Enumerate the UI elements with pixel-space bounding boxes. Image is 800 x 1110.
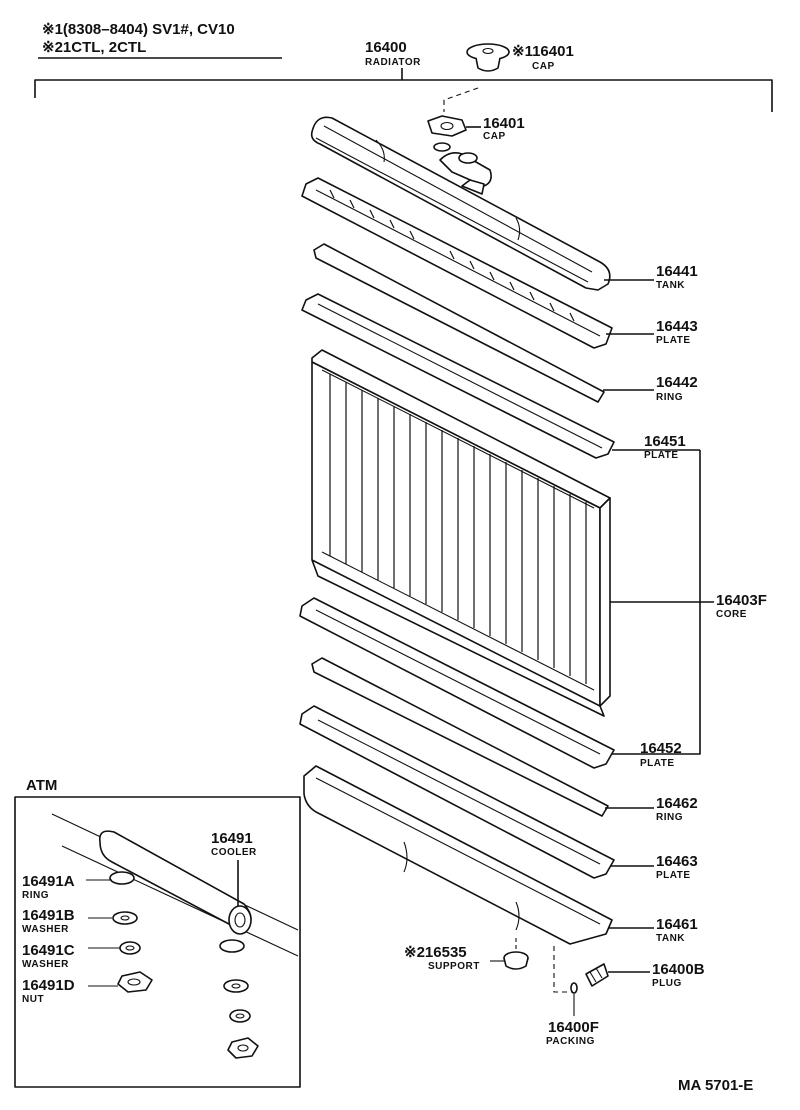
- ring-16442-number: 16442: [656, 374, 698, 391]
- plate-16463-number: 16463: [656, 853, 698, 870]
- plate-16443-number: 16443: [656, 318, 698, 335]
- core-icon: [311, 349, 611, 717]
- plate-16443-icon: [301, 177, 613, 349]
- plate-16451-number: 16451: [644, 433, 686, 450]
- washer-c-number: 16491C: [22, 942, 75, 959]
- support-name: SUPPORT: [428, 961, 480, 972]
- plate-16463-name: PLATE: [656, 870, 691, 881]
- plate-16451-icon: [301, 293, 615, 459]
- header-note-2: ※21CTL, 2CTL: [42, 39, 146, 56]
- cooler-name: COOLER: [211, 847, 257, 858]
- plate-16463-icon: [299, 705, 615, 879]
- lower-tank-number: 16461: [656, 916, 698, 933]
- cap-top-icon: [466, 43, 510, 72]
- cap-name: CAP: [483, 131, 506, 142]
- plate-16443-name: PLATE: [656, 335, 691, 346]
- ring-16462-icon: [311, 657, 609, 817]
- washer-b-icon: [112, 911, 138, 925]
- ring-16462-name: RING: [656, 812, 683, 823]
- support-icon: [503, 938, 529, 970]
- plate-16443-holes: [329, 189, 575, 322]
- radiator-number: 16400: [365, 39, 407, 56]
- packing-icon: [553, 946, 578, 994]
- atm-cooler-icon: [51, 813, 299, 957]
- core-name: CORE: [716, 609, 747, 620]
- support-number: ※216535: [404, 944, 467, 961]
- upper-tank-number: 16441: [656, 263, 698, 280]
- core-fins: [329, 374, 587, 684]
- washer-b-number: 16491B: [22, 907, 75, 924]
- nut-icon: [117, 971, 153, 993]
- washer-c-name: WASHER: [22, 959, 69, 970]
- ring-16462-number: 16462: [656, 795, 698, 812]
- atm-inset-frame: [14, 796, 301, 1088]
- plate-16452-name: PLATE: [640, 758, 675, 769]
- plug-name: PLUG: [652, 978, 682, 989]
- cap-number: 16401: [483, 115, 525, 132]
- packing-number: 16400F: [548, 1019, 599, 1036]
- header-note-1: ※1(8308–8404) SV1#, CV10: [42, 21, 235, 38]
- nut-name: NUT: [22, 994, 44, 1005]
- cap-top-number: ※116401: [512, 43, 574, 60]
- lower-tank-icon: [303, 765, 613, 945]
- cap-icon: [427, 115, 467, 152]
- packing-name: PACKING: [546, 1036, 595, 1047]
- plate-16452-number: 16452: [640, 740, 682, 757]
- plug-number: 16400B: [652, 961, 705, 978]
- figure-code: MA 5701-E: [678, 1077, 753, 1094]
- radiator-name: RADIATOR: [365, 57, 421, 68]
- cap-top-name: CAP: [532, 61, 555, 72]
- washer-b-name: WASHER: [22, 924, 69, 935]
- core-bracket: [612, 450, 701, 755]
- plate-16451-name: PLATE: [644, 450, 679, 461]
- inset-title: ATM: [26, 777, 57, 794]
- upper-tank-name: TANK: [656, 280, 685, 291]
- nut-number: 16491D: [22, 977, 75, 994]
- cooler-number: 16491: [211, 830, 253, 847]
- plate-16452-icon: [299, 597, 615, 769]
- assembly-bracket: [34, 79, 773, 112]
- ring-16442-name: RING: [656, 392, 683, 403]
- ring-atm-number: 16491A: [22, 873, 75, 890]
- core-number: 16403F: [716, 592, 767, 609]
- ring-atm-name: RING: [22, 890, 49, 901]
- atm-exploded-hardware-icon: [223, 979, 259, 1059]
- cap-dashed-leader: [443, 87, 479, 112]
- plug-icon: [585, 963, 609, 987]
- upper-tank-icon: [310, 116, 611, 291]
- washer-c-icon: [119, 941, 141, 955]
- ring-16442-icon: [313, 243, 605, 403]
- lower-tank-name: TANK: [656, 933, 685, 944]
